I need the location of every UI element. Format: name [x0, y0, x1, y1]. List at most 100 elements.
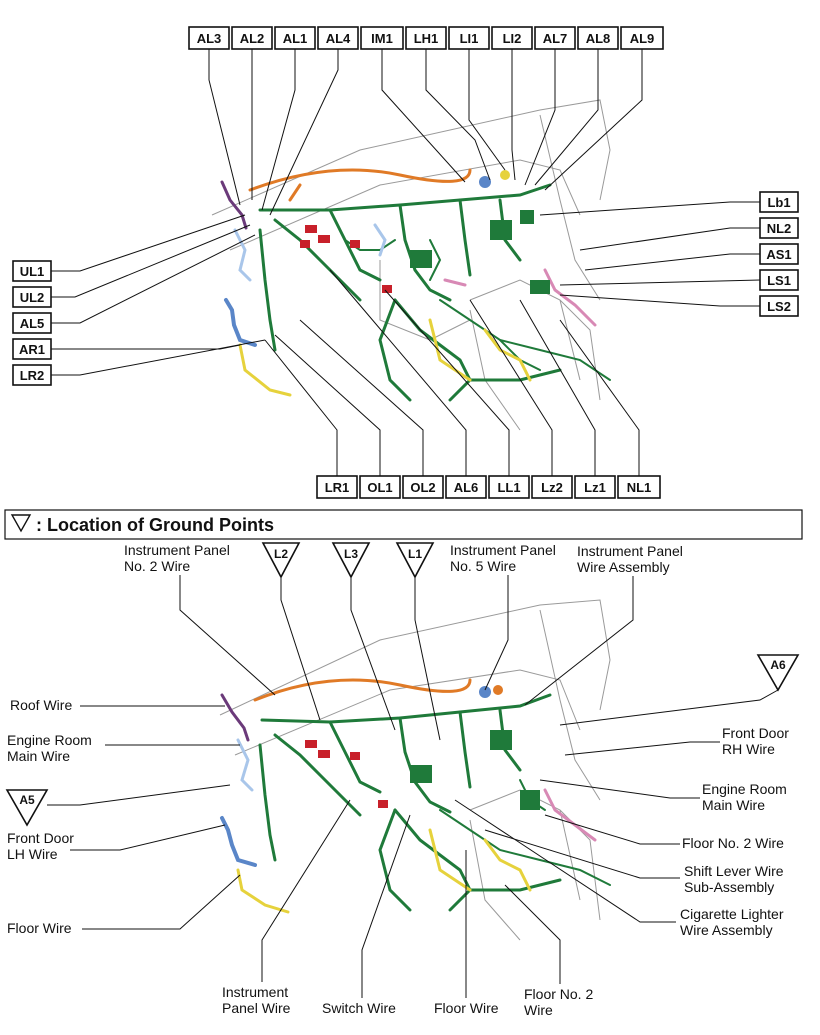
connector-ul2-label: UL2 — [12, 286, 52, 308]
svg-text:Lb1: Lb1 — [767, 195, 790, 210]
svg-text:LI1: LI1 — [460, 31, 479, 46]
connector-ls2-label: LS2 — [759, 295, 799, 317]
svg-text:AL6: AL6 — [454, 480, 479, 495]
svg-text:AL9: AL9 — [630, 31, 655, 46]
svg-text:LS2: LS2 — [767, 299, 791, 314]
svg-text:Lz2: Lz2 — [541, 480, 563, 495]
connector-li1-label: LI1 — [448, 26, 490, 50]
bottom-harness-illustration — [219, 599, 611, 941]
svg-text:AL1: AL1 — [283, 31, 308, 46]
connector-as1-label: AS1 — [759, 243, 799, 265]
top-row-leaders — [208, 49, 643, 216]
svg-text:AL3: AL3 — [197, 31, 222, 46]
label-ip-no5-line2: No. 5 Wire — [450, 558, 516, 574]
ground-marker-a5: A5 — [5, 789, 49, 827]
top-row-connectors: AL3 AL2 AL1 AL4 IM1 LH1 LI1 LI2 AL7 AL8 … — [188, 26, 664, 50]
connector-li2-label: LI2 — [491, 26, 533, 50]
label-engine-room-left-line1: Engine Room — [7, 732, 92, 748]
svg-text:A5: A5 — [19, 793, 35, 807]
connector-ar1-label: AR1 — [12, 338, 52, 360]
label-floor-no2-right: Floor No. 2 Wire — [682, 835, 784, 851]
connector-ol1-label: OL1 — [359, 475, 401, 499]
connector-nl1-label: NL1 — [617, 475, 661, 499]
top-harness-illustration — [211, 99, 611, 431]
label-floor-wire-left: Floor Wire — [7, 920, 72, 936]
svg-text:AL8: AL8 — [586, 31, 611, 46]
ground-section-title: : Location of Ground Points — [36, 515, 274, 535]
label-front-door-rh-line2: RH Wire — [722, 741, 775, 757]
label-shift-lever-line2: Sub-Assembly — [684, 879, 774, 895]
label-ip-no2-line2: No. 2 Wire — [124, 558, 190, 574]
connector-ll1-label: LL1 — [488, 475, 530, 499]
svg-text:LH1: LH1 — [414, 31, 439, 46]
label-ip-no2-line1: Instrument Panel — [124, 542, 230, 558]
svg-text:AL4: AL4 — [326, 31, 351, 46]
label-cigarette-line1: Cigarette Lighter — [680, 906, 784, 922]
label-shift-lever-line1: Shift Lever Wire — [684, 863, 784, 879]
connector-ls1-label: LS1 — [759, 269, 799, 291]
label-ip-assembly-line1: Instrument Panel — [577, 543, 683, 559]
connector-lr1-label: LR1 — [316, 475, 358, 499]
ground-triangle-icon — [10, 514, 32, 533]
label-cigarette-line2: Wire Assembly — [680, 922, 773, 938]
svg-text:L1: L1 — [408, 547, 422, 561]
svg-text:AL5: AL5 — [20, 316, 45, 331]
connector-lh1-label: LH1 — [405, 26, 447, 50]
connector-al4-label: AL4 — [317, 26, 359, 50]
svg-text:A6: A6 — [770, 658, 786, 672]
bottom-row-connectors: LR1 OL1 OL2 AL6 LL1 Lz2 Lz1 NL1 — [264, 269, 661, 499]
svg-text:NL1: NL1 — [627, 480, 652, 495]
svg-text:AL7: AL7 — [543, 31, 568, 46]
label-ip-no5-line1: Instrument Panel — [450, 542, 556, 558]
label-roof-wire: Roof Wire — [10, 697, 72, 713]
connector-al9-label: AL9 — [620, 26, 664, 50]
connector-lz1-label: Lz1 — [574, 475, 616, 499]
connector-al8-label: AL8 — [577, 26, 619, 50]
svg-text:NL2: NL2 — [767, 221, 792, 236]
label-front-door-lh-line1: Front Door — [7, 830, 74, 846]
svg-text:UL1: UL1 — [20, 264, 45, 279]
svg-text:LR2: LR2 — [20, 368, 45, 383]
ground-marker-a6: A6 — [756, 654, 800, 692]
svg-text:AL2: AL2 — [240, 31, 265, 46]
ground-marker-l2: L2 — [261, 542, 301, 579]
connector-al6-label: AL6 — [445, 475, 487, 499]
label-ip-wire-bottom-line1: Instrument — [222, 984, 288, 1000]
svg-text:Lz1: Lz1 — [584, 480, 606, 495]
left-column-connectors: UL1 UL2 AL5 AR1 LR2 — [12, 214, 266, 386]
connector-al2-label: AL2 — [231, 26, 273, 50]
svg-text:LI2: LI2 — [503, 31, 522, 46]
svg-text:OL1: OL1 — [367, 480, 392, 495]
svg-text:LS1: LS1 — [767, 273, 791, 288]
label-ip-assembly-line2: Wire Assembly — [577, 559, 670, 575]
label-front-door-lh-line2: LH Wire — [7, 846, 58, 862]
connector-al3-label: AL3 — [188, 26, 230, 50]
connector-lb1-label: Lb1 — [759, 191, 799, 213]
wire-labels: Instrument Panel No. 2 Wire Instrument P… — [7, 542, 789, 1018]
svg-text:L3: L3 — [344, 547, 358, 561]
label-floor-no2-bottom-line1: Floor No. 2 — [524, 986, 593, 1002]
svg-text:LL1: LL1 — [497, 480, 520, 495]
ground-markers: L2 L3 L1 A6 A5 — [5, 542, 800, 827]
svg-text:AS1: AS1 — [766, 247, 791, 262]
label-front-door-rh-line1: Front Door — [722, 725, 789, 741]
svg-text:L2: L2 — [274, 547, 288, 561]
svg-text:IM1: IM1 — [371, 31, 393, 46]
ground-section-header: : Location of Ground Points — [4, 509, 803, 540]
connector-lz2-label: Lz2 — [531, 475, 573, 499]
ground-marker-l1: L1 — [395, 542, 435, 579]
svg-text:OL2: OL2 — [410, 480, 435, 495]
connector-im1-label: IM1 — [360, 26, 404, 50]
connector-al5-label: AL5 — [12, 312, 52, 334]
label-switch-wire: Switch Wire — [322, 1000, 396, 1016]
label-floor-no2-bottom-line2: Wire — [524, 1002, 553, 1018]
label-engine-room-right-line1: Engine Room — [702, 781, 787, 797]
label-engine-room-left-line2: Main Wire — [7, 748, 70, 764]
right-column-connectors: Lb1 NL2 AS1 LS1 LS2 — [539, 191, 799, 317]
svg-text:AR1: AR1 — [19, 342, 45, 357]
ground-marker-l3: L3 — [331, 542, 371, 579]
connector-al7-label: AL7 — [534, 26, 576, 50]
label-ip-wire-bottom-line2: Panel Wire — [222, 1000, 291, 1016]
svg-text:LR1: LR1 — [325, 480, 350, 495]
